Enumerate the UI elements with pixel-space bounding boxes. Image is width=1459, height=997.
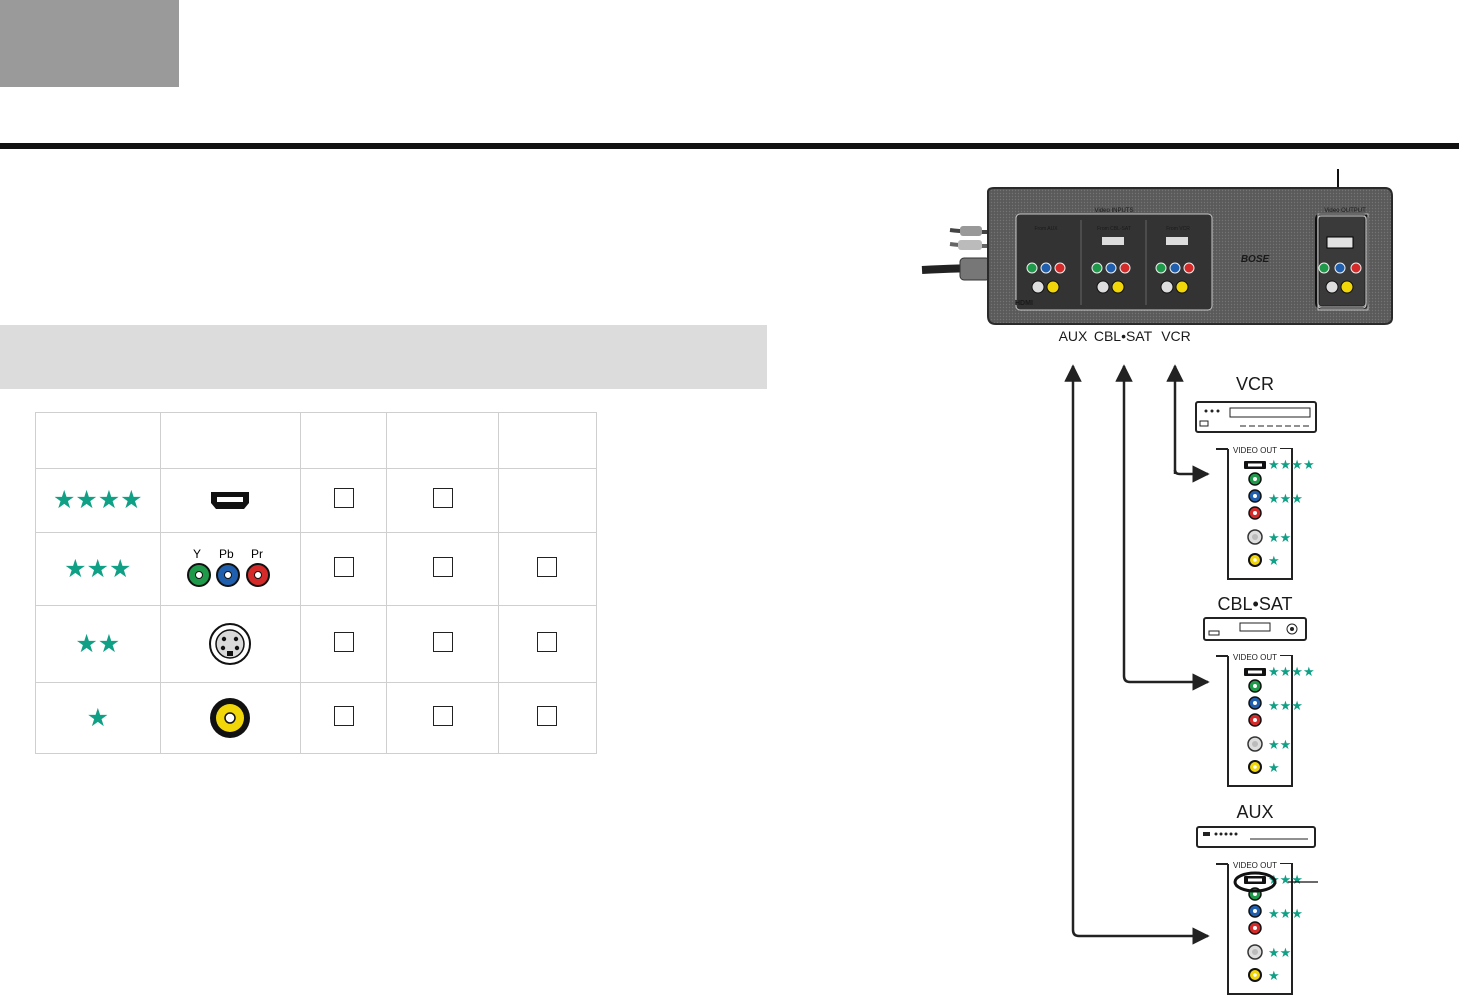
component-ports-icon: Y Pb Pr [187, 547, 271, 587]
quality-stars: ★★★★ [52, 486, 143, 514]
console-brand: BOSE [1241, 254, 1270, 265]
rating-stars: ★★★ [1268, 699, 1303, 714]
checkbox[interactable] [333, 556, 354, 577]
console-cables [921, 226, 991, 281]
component-label-pr: Pr [251, 547, 263, 561]
table-row: ★★★★ [35, 468, 598, 533]
console-inputs-title: Video INPUTS [1095, 208, 1134, 214]
checkbox[interactable] [432, 488, 453, 508]
checkbox[interactable] [333, 705, 354, 726]
table-row: ★★ [35, 605, 598, 683]
table-row: ★★★ Y Pb Pr [35, 532, 598, 606]
console-section-cbl: From CBL-SAT [1097, 226, 1131, 232]
aux-device-icon [1196, 826, 1316, 848]
input-label-vcr: VCR [1161, 328, 1191, 344]
video-out-panel: VIDEO OUT★★★★★★★★★ [1216, 861, 1303, 995]
rating-stars: ★★★ [1268, 492, 1303, 507]
console-hdmi-badge: HDMI [1015, 300, 1033, 307]
checkbox[interactable] [537, 705, 558, 726]
header-rule [0, 143, 1459, 149]
rating-stars: ★★★★ [1268, 665, 1315, 680]
component-label-pb: Pb [219, 547, 234, 561]
rating-stars: ★ [1268, 554, 1280, 569]
console-output-title: Video OUTPUT [1324, 208, 1366, 214]
table-row: ★ [35, 682, 598, 754]
subsection-band [0, 325, 767, 389]
console-section-aux: From AUX [1034, 226, 1058, 232]
rating-stars: ★★★ [1268, 907, 1303, 922]
checkbox[interactable] [432, 556, 453, 577]
rating-stars: ★★ [1268, 531, 1291, 546]
quality-stars: ★ [86, 703, 109, 732]
rating-stars: ★★ [1268, 738, 1291, 753]
quality-stars: ★★★ [64, 554, 132, 583]
device-title-cbl-sat: CBL•SAT [1218, 594, 1293, 614]
console-section-vcr: From VCR [1166, 226, 1190, 232]
quality-stars: ★★ [75, 629, 121, 658]
vcr-device-icon [1195, 401, 1317, 433]
video-out-panel: VIDEO OUT★★★★★★★★★★ [1216, 653, 1315, 787]
checkbox[interactable] [537, 556, 558, 577]
checkbox[interactable] [333, 631, 354, 652]
video-out-label: VIDEO OUT [1233, 446, 1277, 455]
media-console: Video INPUTS Video OUTPUT From AUX From … [987, 187, 1393, 325]
rating-stars: ★★ [1268, 946, 1291, 961]
vcr-arrow-head [1173, 465, 1210, 483]
device-title-vcr: VCR [1236, 374, 1274, 394]
checkbox[interactable] [432, 705, 453, 726]
hdmi-highlight-oval [1233, 871, 1277, 893]
s-video-port-icon [209, 623, 252, 665]
connection-quality-table: ★★★★ ★★★ Y Pb Pr ★★ [35, 412, 598, 754]
video-out-label: VIDEO OUT [1233, 653, 1277, 662]
rating-stars: ★★★★ [1268, 458, 1315, 473]
section-tab-block [0, 0, 179, 87]
hdmi-port-icon [211, 491, 250, 509]
input-label-aux: AUX [1059, 328, 1088, 344]
input-label-cbl-sat: CBL•SAT [1094, 328, 1153, 344]
aux-arrow [1064, 364, 1210, 945]
rating-stars: ★ [1268, 761, 1280, 776]
checkbox[interactable] [333, 488, 354, 508]
rating-stars: ★ [1268, 969, 1280, 984]
table-header-row [35, 412, 598, 469]
device-title-aux: AUX [1236, 802, 1273, 822]
composite-port-icon [210, 698, 251, 738]
video-out-panel: VIDEO OUT★★★★★★★★★★ [1216, 446, 1315, 580]
checkbox[interactable] [432, 631, 453, 652]
component-label-y: Y [193, 547, 201, 561]
cbl-sat-device-icon [1203, 617, 1307, 641]
rating-stars: ★★★ [1268, 873, 1303, 888]
video-out-label: VIDEO OUT [1233, 861, 1277, 870]
checkbox[interactable] [537, 631, 558, 652]
